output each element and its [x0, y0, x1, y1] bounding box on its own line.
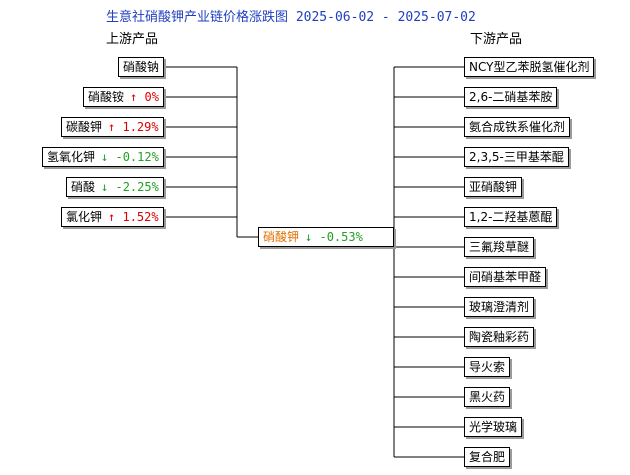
downstream-node[interactable]: NCY型乙苯脱氢催化剂 [464, 57, 595, 77]
downstream-node[interactable]: 亚硝酸钾 [464, 177, 523, 197]
price-change: ↑ 1.52% [108, 210, 159, 224]
change-value: -0.53% [312, 230, 363, 244]
downstream-node[interactable]: 陶瓷釉彩药 [464, 327, 535, 347]
price-change: ↑ 0% [130, 90, 159, 104]
node-label: 亚硝酸钾 [469, 180, 518, 194]
change-value: 1.52% [115, 210, 159, 224]
node-label: 光学玻璃 [469, 420, 518, 434]
node-label: 碳酸钾 [66, 120, 103, 134]
node-label: 2,6-二硝基苯胺 [469, 90, 553, 104]
downstream-node[interactable]: 间硝基苯甲醛 [464, 267, 547, 287]
node-label: 氢氧化钾 [47, 150, 96, 164]
node-label: 黑火药 [469, 390, 506, 404]
node-label: 玻璃澄清剂 [469, 300, 530, 314]
downstream-node[interactable]: 导火索 [464, 357, 511, 377]
downstream-node[interactable]: 氨合成铁系催化剂 [464, 117, 571, 137]
change-value: -0.12% [108, 150, 159, 164]
page-title: 生意社硝酸钾产业链价格涨跌图 2025-06-02 - 2025-07-02 [106, 10, 476, 25]
change-value: 0% [137, 90, 159, 104]
upstream-label: 上游产品 [106, 32, 159, 47]
arrow-down-icon: ↓ [101, 180, 109, 194]
downstream-node[interactable]: 玻璃澄清剂 [464, 297, 535, 317]
downstream-node[interactable]: 1,2-二羟基蒽醌 [464, 207, 558, 227]
upstream-node[interactable]: 硝酸 ↓ -2.25% [66, 177, 164, 197]
upstream-node[interactable]: 氢氧化钾 ↓ -0.12% [42, 147, 164, 167]
upstream-node[interactable]: 氯化钾 ↑ 1.52% [61, 207, 164, 227]
price-change: ↓ -0.53% [305, 230, 363, 244]
downstream-node[interactable]: 三氟羧草醚 [464, 237, 535, 257]
arrow-down-icon: ↓ [101, 150, 109, 164]
center-node[interactable]: 硝酸钾 ↓ -0.53% [258, 227, 394, 247]
arrow-down-icon: ↓ [305, 230, 313, 244]
node-label: 复合肥 [469, 450, 506, 464]
node-label: 氯化钾 [66, 210, 103, 224]
arrow-up-icon: ↑ [130, 90, 138, 104]
node-label: 导火索 [469, 360, 506, 374]
node-label: 间硝基苯甲醛 [469, 270, 542, 284]
upstream-node[interactable]: 碳酸钾 ↑ 1.29% [61, 117, 164, 137]
node-label: 硝酸钾 [263, 230, 300, 244]
price-change: ↑ 1.29% [108, 120, 159, 134]
node-label: 硝酸钠 [123, 60, 160, 74]
node-label: 硝酸铵 [88, 90, 125, 104]
node-label: 1,2-二羟基蒽醌 [469, 210, 553, 224]
downstream-node[interactable]: 黑火药 [464, 387, 511, 407]
upstream-node[interactable]: 硝酸铵 ↑ 0% [83, 87, 164, 107]
node-label: 硝酸 [71, 180, 96, 194]
arrow-up-icon: ↑ [108, 120, 116, 134]
downstream-node[interactable]: 2,6-二硝基苯胺 [464, 87, 558, 107]
change-value: 1.29% [115, 120, 159, 134]
arrow-up-icon: ↑ [108, 210, 116, 224]
upstream-node[interactable]: 硝酸钠 [118, 57, 165, 77]
price-change: ↓ -0.12% [101, 150, 159, 164]
node-label: NCY型乙苯脱氢催化剂 [469, 60, 590, 74]
node-label: 2,3,5-三甲基苯醌 [469, 150, 564, 164]
downstream-node[interactable]: 2,3,5-三甲基苯醌 [464, 147, 569, 167]
node-label: 陶瓷釉彩药 [469, 330, 530, 344]
price-change: ↓ -2.25% [101, 180, 159, 194]
downstream-node[interactable]: 光学玻璃 [464, 417, 523, 437]
change-value: -2.25% [108, 180, 159, 194]
downstream-node[interactable]: 复合肥 [464, 447, 511, 467]
downstream-label: 下游产品 [470, 32, 523, 47]
node-label: 氨合成铁系催化剂 [469, 120, 566, 134]
node-label: 三氟羧草醚 [469, 240, 530, 254]
